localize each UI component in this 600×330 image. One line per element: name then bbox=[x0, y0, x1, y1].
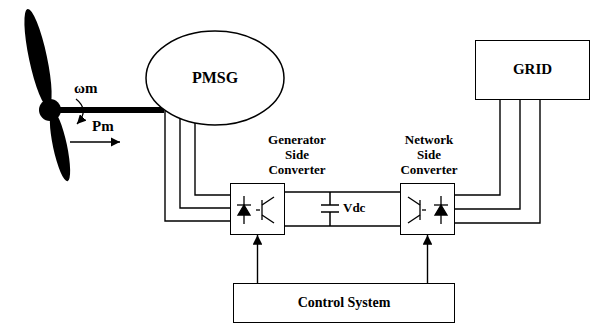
connector-line bbox=[165, 110, 230, 221]
power-arrow bbox=[70, 141, 120, 142]
connector bbox=[285, 192, 400, 226]
connector bbox=[455, 100, 540, 223]
connector-line bbox=[427, 235, 428, 283]
converter-heading: Generator Side Converter bbox=[257, 133, 337, 178]
generator-ellipse: PMSG bbox=[145, 30, 285, 126]
power-label: Pm bbox=[92, 118, 114, 135]
connector-line bbox=[455, 100, 540, 223]
connector bbox=[257, 235, 258, 283]
turbine-hub bbox=[39, 99, 61, 121]
igbt-diode-symbol bbox=[408, 196, 448, 224]
connector-line bbox=[257, 235, 258, 283]
control-box: Control System bbox=[233, 283, 455, 323]
connector bbox=[165, 110, 230, 221]
voltage-label: Vdc bbox=[343, 200, 365, 216]
connector-line bbox=[455, 100, 520, 209]
rotation-arrow bbox=[76, 99, 83, 124]
connector-line bbox=[195, 123, 230, 195]
capacitor-symbol bbox=[321, 192, 339, 226]
connector bbox=[427, 235, 428, 283]
turbine-shaft bbox=[50, 107, 164, 113]
ellipse-outline bbox=[146, 31, 284, 125]
wind-turbine bbox=[19, 7, 164, 182]
speed-label: ωm bbox=[74, 80, 97, 97]
turbine-blade bbox=[19, 7, 57, 109]
connector-line bbox=[180, 119, 230, 208]
connector-line bbox=[285, 191, 400, 192]
node-label: GRID bbox=[513, 61, 552, 78]
connector-line bbox=[455, 100, 500, 195]
node-label: Control System bbox=[298, 295, 391, 311]
converter-box: Network Side Converter bbox=[400, 183, 455, 235]
converter-box: Generator Side Converter bbox=[230, 183, 285, 235]
connector-line bbox=[285, 225, 400, 226]
node-label: PMSG bbox=[192, 69, 238, 87]
grid-box: GRID bbox=[475, 40, 590, 100]
converter-heading: Network Side Converter bbox=[393, 133, 465, 178]
diode-igbt-symbol bbox=[237, 196, 274, 224]
